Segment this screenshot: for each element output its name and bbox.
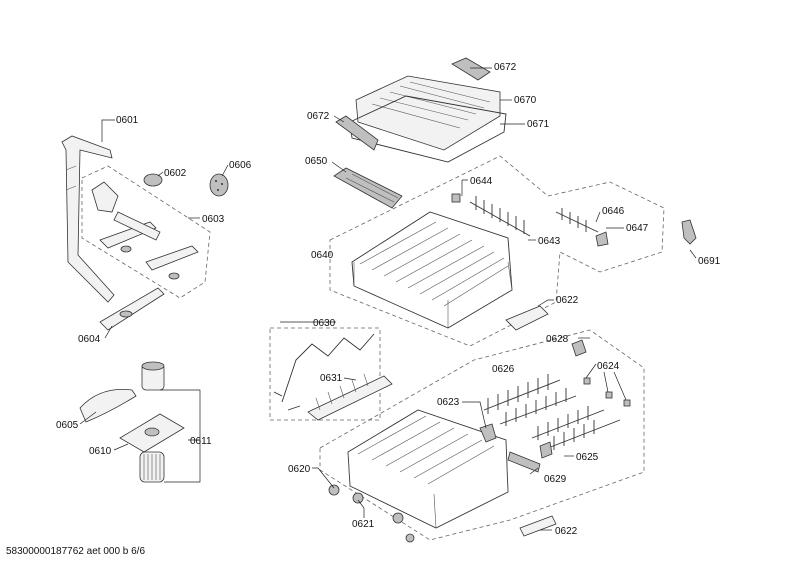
group-boundary-0603 xyxy=(81,165,211,299)
filter-cover-0605[interactable] xyxy=(79,389,137,423)
label-0625: 0625 xyxy=(576,452,599,463)
leader-lines xyxy=(79,67,697,531)
clip-0624-b[interactable] xyxy=(605,391,613,399)
label-0622-bottom: 0622 xyxy=(555,526,578,537)
spray-arm-assembly xyxy=(61,135,229,483)
label-0650: 0650 xyxy=(305,156,328,167)
spray-arm-bracket[interactable] xyxy=(91,181,119,213)
clip-0624-a[interactable] xyxy=(583,377,591,385)
label-0670: 0670 xyxy=(514,95,537,106)
label-0603: 0603 xyxy=(202,214,225,225)
supply-tube-0601[interactable] xyxy=(61,135,115,303)
label-0623: 0623 xyxy=(437,397,460,408)
label-0604: 0604 xyxy=(78,334,101,345)
label-0672-top: 0672 xyxy=(494,62,517,73)
label-0644: 0644 xyxy=(470,176,493,187)
label-0622-top: 0622 xyxy=(556,295,579,306)
upper-rack-0640[interactable] xyxy=(351,211,513,329)
part-0628[interactable] xyxy=(571,339,587,357)
part-0629[interactable] xyxy=(507,451,541,473)
part-0647[interactable] xyxy=(595,231,609,247)
handle-0622-bottom[interactable] xyxy=(519,515,557,537)
clip-0672-top[interactable] xyxy=(451,57,491,81)
spray-arm-0604[interactable] xyxy=(99,287,165,331)
clip-0644[interactable] xyxy=(451,193,461,203)
filter-disc-0606[interactable] xyxy=(209,173,229,197)
label-0606: 0606 xyxy=(229,160,252,171)
label-0629: 0629 xyxy=(544,474,567,485)
spray-arm-hub[interactable] xyxy=(113,211,161,241)
label-0624: 0624 xyxy=(597,361,620,372)
label-0626: 0626 xyxy=(492,364,515,375)
wheel-0621-b[interactable] xyxy=(352,492,364,504)
label-0630: 0630 xyxy=(313,318,336,329)
label-0620: 0620 xyxy=(288,464,311,475)
group-boundary-0630 xyxy=(269,327,381,421)
label-0640: 0640 xyxy=(311,250,334,261)
label-0621: 0621 xyxy=(352,519,375,530)
wire-0630[interactable] xyxy=(281,333,375,403)
lower-spray-arm-b[interactable] xyxy=(145,245,199,271)
label-0628: 0628 xyxy=(546,334,569,345)
cutlery-tray-assembly xyxy=(333,57,507,209)
part-0691[interactable] xyxy=(681,219,697,245)
label-0611: 0611 xyxy=(190,436,212,447)
label-0602: 0602 xyxy=(164,168,187,179)
label-0671: 0671 xyxy=(527,119,550,130)
group-boundary-0620 xyxy=(319,329,645,541)
clip-0672-left[interactable] xyxy=(335,115,379,151)
label-0631: 0631 xyxy=(320,373,343,384)
label-0672-left: 0672 xyxy=(307,111,330,122)
tine-row-0626[interactable] xyxy=(483,374,561,414)
label-0646: 0646 xyxy=(602,206,625,217)
handle-0622-top[interactable] xyxy=(505,305,549,331)
label-0601: 0601 xyxy=(116,115,139,126)
wheel-0621-d[interactable] xyxy=(405,533,415,543)
label-0647: 0647 xyxy=(626,223,649,234)
part-0623[interactable] xyxy=(479,423,497,443)
part-labels: 0601 0602 0606 0603 0604 0605 0610 0611 … xyxy=(56,62,721,537)
label-0691: 0691 xyxy=(698,256,721,267)
upper-rack-assembly xyxy=(329,155,697,347)
tine-row-0631[interactable] xyxy=(307,375,393,421)
part-0625[interactable] xyxy=(539,441,553,459)
cutlery-tray-0670[interactable] xyxy=(355,75,501,151)
wheel-0621-a[interactable] xyxy=(328,484,340,496)
lower-rack-assembly xyxy=(269,327,645,543)
clip-0624-c[interactable] xyxy=(623,399,631,407)
label-0605: 0605 xyxy=(56,420,79,431)
connector-0602[interactable] xyxy=(143,173,163,187)
tine-row-0643[interactable] xyxy=(469,196,531,237)
label-0610: 0610 xyxy=(89,446,112,457)
part-0650[interactable] xyxy=(333,167,403,209)
document-id: 58300000187762 aet 000 b 6/6 xyxy=(6,546,146,557)
tine-row-0646[interactable] xyxy=(555,208,599,233)
group-boundary-0640 xyxy=(329,155,665,347)
label-0643: 0643 xyxy=(538,236,561,247)
tray-rail-0671[interactable] xyxy=(349,95,507,163)
wheel-0621-c[interactable] xyxy=(392,512,404,524)
